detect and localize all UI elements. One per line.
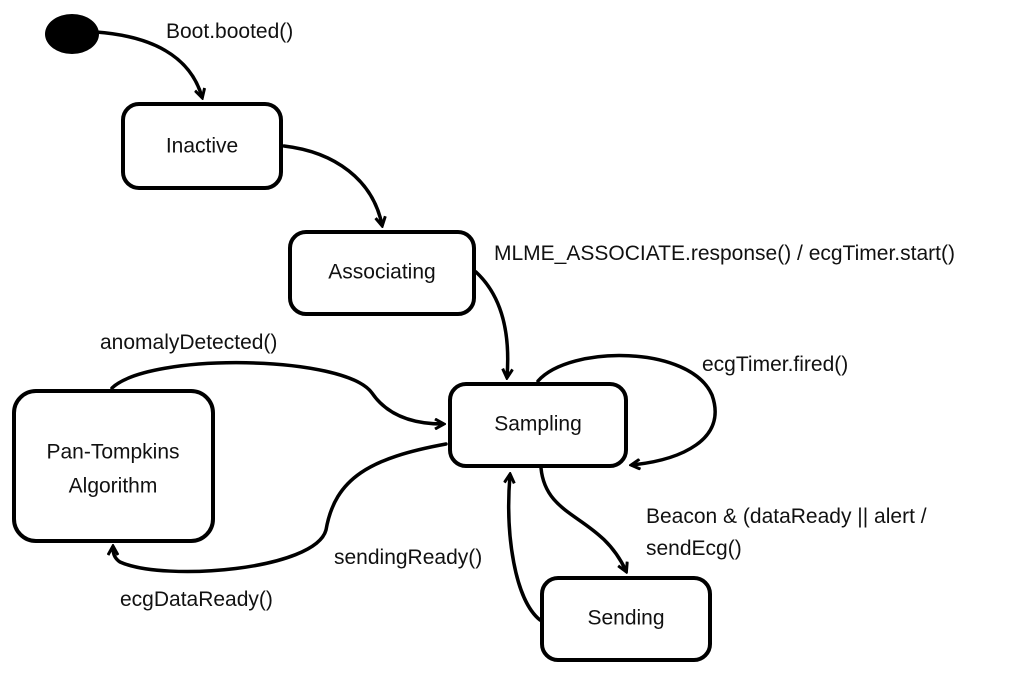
- edge-sampling-to-pantompkins: [113, 442, 448, 574]
- state-sending: Sending: [540, 576, 712, 662]
- state-pan-tompkins-label-line1: Pan-Tompkins: [46, 441, 179, 464]
- label-anomaly-detected: anomalyDetected(): [100, 331, 277, 354]
- edge-inactive-to-associating: [282, 144, 382, 225]
- edge-associating-to-sampling: [474, 270, 508, 377]
- label-ecg-data-ready: ecgDataReady(): [120, 588, 273, 611]
- state-pan-tompkins: Pan-Tompkins Algorithm: [12, 389, 215, 543]
- state-associating-label: Associating: [328, 261, 435, 284]
- edge-sampling-to-sending: [539, 466, 626, 571]
- state-inactive: Inactive: [121, 102, 283, 190]
- edge-boot-to-inactive: [94, 30, 202, 97]
- state-sending-label: Sending: [587, 607, 664, 630]
- label-beacon-line2: sendEcg(): [646, 537, 742, 560]
- initial-state-node: [45, 14, 99, 54]
- state-pan-tompkins-label-line2: Algorithm: [69, 475, 158, 498]
- label-ecgtimer-fired: ecgTimer.fired(): [702, 353, 848, 376]
- state-inactive-label: Inactive: [166, 135, 238, 158]
- state-sampling: Sampling: [448, 382, 628, 468]
- label-sending-ready: sendingReady(): [334, 546, 482, 569]
- edge-sending-to-sampling: [509, 475, 542, 622]
- state-associating: Associating: [288, 230, 476, 316]
- label-beacon-line1: Beacon & (dataReady || alert /: [646, 505, 927, 528]
- label-mlme-associate: MLME_ASSOCIATE.response() / ecgTimer.sta…: [494, 242, 955, 265]
- edge-sampling-self-loop: [536, 353, 717, 465]
- label-boot-booted: Boot.booted(): [166, 20, 293, 43]
- edge-pantompkins-to-sampling: [110, 361, 443, 424]
- state-sampling-label: Sampling: [494, 413, 582, 436]
